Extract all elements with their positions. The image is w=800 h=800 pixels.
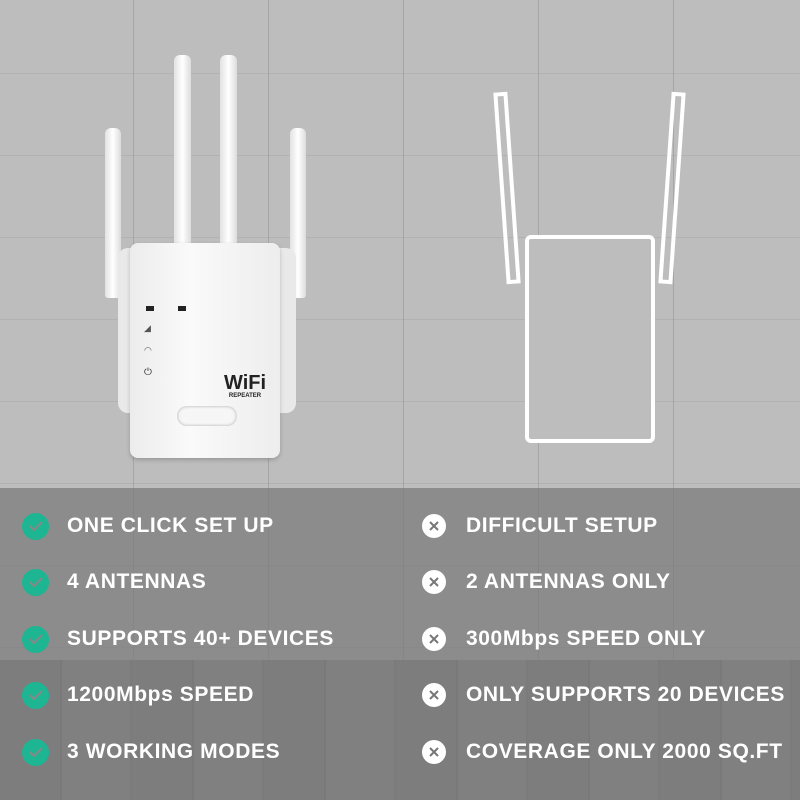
con-label: 300Mbps SPEED ONLY — [466, 627, 706, 650]
pro-item: SUPPORTS 40+ DEVICES — [22, 624, 334, 654]
x-circle-icon — [422, 683, 446, 707]
pro-item: 3 WORKING MODES — [22, 737, 280, 767]
check-circle-icon — [22, 568, 49, 596]
wps-button — [177, 406, 237, 426]
x-circle-icon — [422, 740, 446, 764]
con-item: COVERAGE ONLY 2000 SQ.FT — [422, 737, 783, 767]
antenna — [174, 55, 191, 245]
wifi-icon: ◠ — [144, 345, 152, 355]
device-body: ◢ ◠ ⏻ WiFi REPEATER — [130, 243, 280, 458]
wan-led-icon — [178, 306, 186, 311]
power-icon: ⏻ — [144, 367, 152, 378]
con-label: 2 ANTENNAS ONLY — [466, 570, 671, 593]
device-outline — [525, 235, 655, 443]
logo-text: WiFi — [224, 372, 267, 394]
x-circle-icon — [422, 514, 446, 538]
pro-label: 3 WORKING MODES — [67, 740, 281, 763]
comparison-band — [0, 488, 800, 800]
con-label: ONLY SUPPORTS 20 DEVICES — [466, 683, 786, 706]
check-circle-icon — [22, 625, 49, 653]
x-circle-icon — [422, 570, 446, 594]
con-item: DIFFICULT SETUP — [422, 511, 658, 541]
signal-icon: ◢ — [144, 323, 151, 333]
con-label: DIFFICULT SETUP — [466, 514, 658, 537]
con-item: 2 ANTENNAS ONLY — [422, 567, 671, 597]
con-item: ONLY SUPPORTS 20 DEVICES — [422, 680, 785, 710]
con-label: COVERAGE ONLY 2000 SQ.FT — [466, 740, 783, 763]
con-item: 300Mbps SPEED ONLY — [422, 624, 706, 654]
x-circle-icon — [422, 627, 446, 651]
wifi-logo: WiFi REPEATER — [224, 373, 266, 399]
pro-label: 1200Mbps SPEED — [67, 683, 254, 706]
pro-label: ONE CLICK SET UP — [67, 514, 274, 537]
lan-led-icon — [146, 306, 154, 311]
pro-label: SUPPORTS 40+ DEVICES — [67, 627, 335, 650]
pro-label: 4 ANTENNAS — [67, 570, 207, 593]
logo-subtext: REPEATER — [228, 393, 262, 399]
check-circle-icon — [22, 738, 49, 766]
check-circle-icon — [22, 681, 49, 709]
pro-item: 1200Mbps SPEED — [22, 680, 254, 710]
pro-item: ONE CLICK SET UP — [22, 511, 274, 541]
antenna — [105, 128, 121, 298]
antenna — [220, 55, 237, 245]
check-circle-icon — [22, 512, 49, 540]
pro-item: 4 ANTENNAS — [22, 567, 206, 597]
